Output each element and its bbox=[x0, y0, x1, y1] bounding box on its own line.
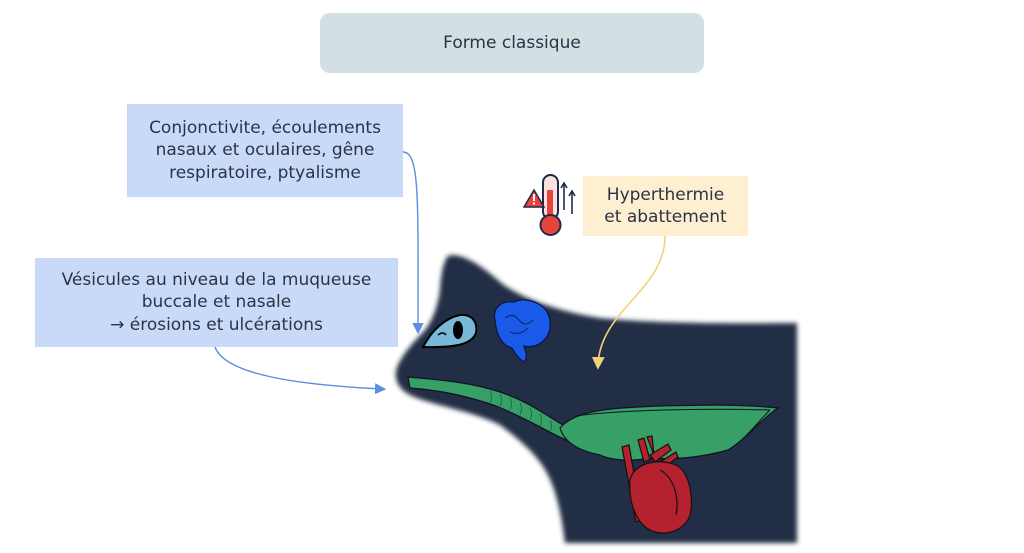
hyperthermie-line-2: et abattement bbox=[604, 207, 727, 227]
brain-icon bbox=[493, 299, 551, 363]
conjonctivite-line-3: respiratoire, ptyalisme bbox=[169, 162, 361, 183]
vesicules-box: Vésicules au niveau de la muqueuse bucca… bbox=[35, 258, 398, 347]
conjonctivite-line-1: Conjonctivite, écoulements bbox=[149, 118, 381, 139]
lung-icon bbox=[559, 404, 780, 461]
hyperthermie-line-1: Hyperthermie bbox=[606, 184, 725, 205]
trachea-icon bbox=[407, 376, 569, 441]
vesicules-line-2: buccale et nasale bbox=[141, 292, 292, 313]
conjonctivite-line-2: nasaux et oculaires, gêne bbox=[155, 140, 375, 161]
cat-silhouette bbox=[395, 255, 797, 543]
vesicules-line-1: Vésicules au niveau de la muqueuse bbox=[61, 270, 372, 291]
eye-icon bbox=[421, 313, 478, 349]
hyperthermie-box: Hyperthermie et abattement bbox=[583, 176, 748, 236]
arrow-conjonctivite bbox=[402, 151, 424, 335]
arrow-vesicules bbox=[214, 346, 387, 395]
vesicules-line-3: → érosions et ulcérations bbox=[110, 314, 323, 335]
thermometer-warning-icon bbox=[522, 174, 576, 236]
title-text: Forme classique bbox=[443, 32, 581, 53]
conjonctivite-box: Conjonctivite, écoulements nasaux et ocu… bbox=[127, 104, 403, 197]
arrow-hyperthermie bbox=[591, 235, 666, 370]
title-box: Forme classique bbox=[320, 13, 704, 73]
heart-icon bbox=[621, 435, 693, 534]
